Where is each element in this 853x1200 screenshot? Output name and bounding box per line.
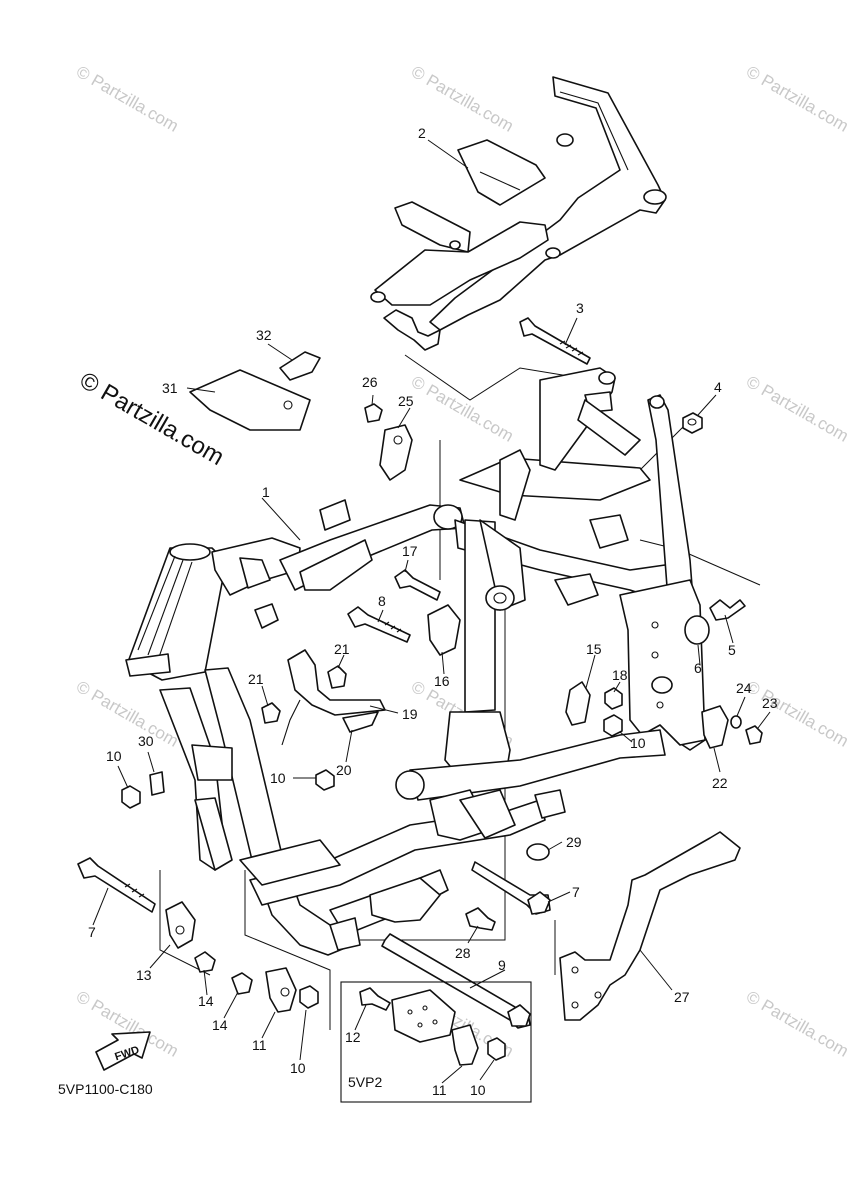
part-bolt-28 <box>465 907 496 931</box>
part-bolt-9 <box>381 933 531 1029</box>
leader-lines <box>92 139 771 1084</box>
watermark: © Partzilla.com <box>73 677 182 751</box>
alignment-line <box>159 870 211 976</box>
callout-label: 5 <box>728 642 736 658</box>
part-bolt-5 <box>709 599 746 621</box>
callout-label: 3 <box>576 300 584 316</box>
callout-label: 10 <box>630 735 646 751</box>
part-bracket-5vp2 <box>391 989 456 1043</box>
part-nut-4 <box>682 412 703 434</box>
callout-label: 16 <box>434 673 450 689</box>
callout-label: 14 <box>198 993 214 1009</box>
part-bracket-19 <box>281 649 386 746</box>
part-nut-18 <box>604 687 623 710</box>
callout-label: 24 <box>736 680 752 696</box>
callout-label: 14 <box>212 1017 228 1033</box>
watermark: © Partzilla.com <box>743 372 852 446</box>
fwd-arrow-icon: FWD <box>95 1031 151 1071</box>
part-bracket-27 <box>559 831 741 1021</box>
part-bolt-23 <box>745 725 763 745</box>
callout-label: 23 <box>762 695 778 711</box>
callout-label: 29 <box>566 834 582 850</box>
callout-label: 10 <box>106 748 122 764</box>
part-sheet-31 <box>189 369 311 431</box>
callout-label: 10 <box>290 1060 306 1076</box>
part-bolt-7-right <box>471 861 551 915</box>
main-frame <box>125 367 706 956</box>
part-bolt-26 <box>364 403 383 423</box>
part-bracket-11 <box>265 967 479 1066</box>
callout-label: 17 <box>402 543 418 559</box>
callout-label: 31 <box>162 380 178 396</box>
callout-label: 30 <box>138 733 154 749</box>
part-bracket-25 <box>379 424 413 481</box>
callout-label: 27 <box>674 989 690 1005</box>
part-plate-16 <box>427 604 461 656</box>
part-bolt-12 <box>359 987 391 1011</box>
callout-label: 9 <box>498 957 506 973</box>
callout-label: 12 <box>345 1029 361 1045</box>
callout-label: 7 <box>88 924 96 940</box>
callout-label: 6 <box>694 660 702 676</box>
callout-label: 4 <box>714 379 722 395</box>
watermark: © Partzilla.com <box>743 987 852 1061</box>
callout-label: 13 <box>136 967 152 983</box>
callout-label: 10 <box>270 770 286 786</box>
part-bolt-7-left <box>77 857 156 913</box>
callout-label: 1 <box>262 484 270 500</box>
callout-label: 25 <box>398 393 414 409</box>
part-bolt-8 <box>347 606 411 643</box>
part-cap-29 <box>526 843 550 861</box>
callout-label: 22 <box>712 775 728 791</box>
alignment-line <box>360 560 506 941</box>
drawing-code: 5VP1100-C180 <box>58 1081 153 1097</box>
watermark-main: © Partzilla.com <box>75 367 229 471</box>
part-cap-30 <box>149 771 165 796</box>
part-bracket-22 <box>701 705 729 749</box>
callout-label: 11 <box>432 1082 447 1098</box>
watermark: © Partzilla.com <box>743 62 852 136</box>
rear-fender-rail <box>370 76 667 351</box>
callout-labels: 1 2 3 4 5 6 7 7 8 9 10 10 10 10 10 11 11… <box>88 125 778 1098</box>
part-cap-6 <box>684 615 710 645</box>
part-bolt-3 <box>519 317 591 365</box>
callout-label: 7 <box>572 884 580 900</box>
part-bolt-17 <box>394 569 441 601</box>
inset-frame <box>340 981 532 1103</box>
callout-label: 21 <box>248 671 264 687</box>
part-nut-10 <box>121 714 623 1061</box>
callout-label: 21 <box>334 641 350 657</box>
part-bracket-13 <box>165 901 196 949</box>
callout-label: 26 <box>362 374 378 390</box>
inset-label: 5VP2 <box>348 1074 382 1090</box>
alignment-line <box>244 870 331 1030</box>
callout-label: 32 <box>256 327 272 343</box>
part-clip-32 <box>279 351 321 381</box>
callout-label: 28 <box>455 945 471 961</box>
callout-label: 2 <box>418 125 426 141</box>
part-bracket-15 <box>565 681 591 726</box>
part-bolt-21 <box>261 665 347 724</box>
part-bolt-14 <box>194 951 253 995</box>
watermark: © Partzilla.com <box>408 372 517 446</box>
callout-label: 15 <box>586 641 602 657</box>
callout-label: 18 <box>612 667 628 683</box>
callout-label: 8 <box>378 593 386 609</box>
callout-label: 19 <box>402 706 418 722</box>
part-washer-24 <box>730 715 742 729</box>
watermark: © Partzilla.com <box>73 62 182 136</box>
callout-label: 11 <box>252 1037 267 1053</box>
callout-label: 10 <box>470 1082 486 1098</box>
callout-label: 20 <box>336 762 352 778</box>
